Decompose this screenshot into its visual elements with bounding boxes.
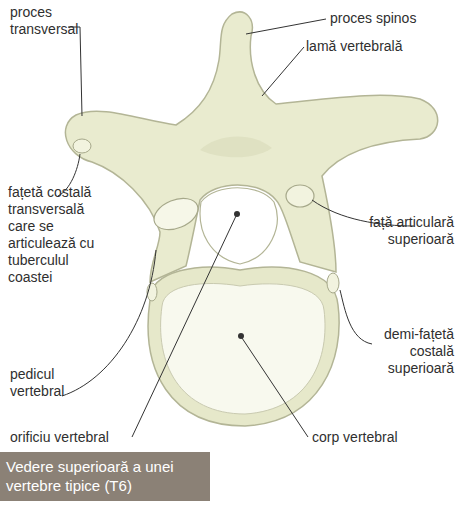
part-label: demi-fațetă costală superioară — [354, 326, 454, 377]
leader-line — [246, 19, 326, 34]
part-label: corp vertebral — [312, 429, 452, 446]
part-label: orificiu vertebral — [10, 429, 150, 446]
superior-costal-demifacet — [327, 273, 339, 293]
superior-articular-facet — [286, 185, 314, 207]
part-label: fațetă costală transversală care se arti… — [8, 184, 112, 286]
leader-lines — [58, 19, 414, 437]
part-label: față articulară superioară — [354, 214, 454, 248]
leader-line — [340, 290, 372, 344]
part-label: lamă vertebrală — [306, 38, 456, 55]
transverse-costal-facet — [73, 139, 91, 153]
leader-line — [68, 27, 82, 116]
part-label: proces transversal — [10, 4, 100, 38]
part-label: proces spinos — [330, 10, 455, 27]
vertebral-body — [148, 267, 339, 426]
leader-line — [132, 216, 236, 437]
lamina-shading — [200, 136, 272, 157]
body-endplate — [161, 283, 325, 414]
caption-box: Vedere superioară a unei vertebre tipice… — [0, 452, 210, 501]
part-label: pedicul vertebral — [10, 366, 100, 400]
leader-dot — [238, 333, 244, 339]
leader-line — [242, 338, 308, 437]
leader-line — [62, 250, 156, 396]
superior-articular-facet — [149, 192, 202, 235]
leader-line — [262, 47, 304, 96]
vertebral-foramen — [200, 188, 277, 264]
leader-dot — [234, 211, 240, 217]
